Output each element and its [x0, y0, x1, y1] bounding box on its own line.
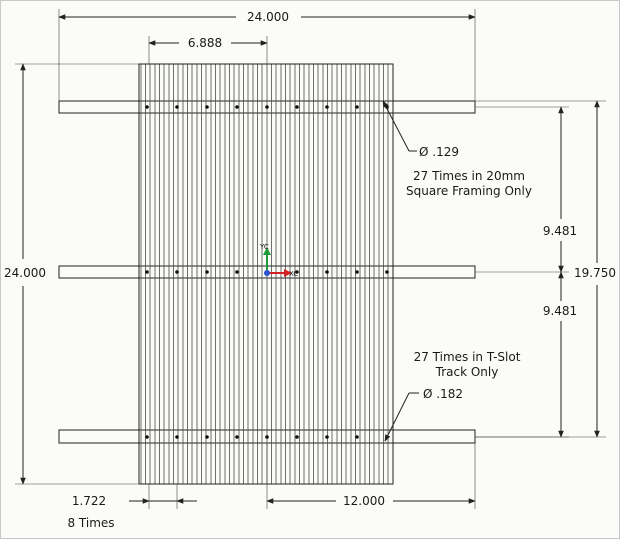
hole-markers [145, 105, 389, 439]
hole-marker [145, 435, 149, 439]
hole-marker [295, 105, 299, 109]
dim-overall-width: 24.000 [58, 9, 476, 101]
dim-slat-spacing: 1.722 8 Times [67, 484, 197, 530]
dim-lower-gap: 9.481 [475, 271, 577, 438]
panel-outline [138, 63, 394, 485]
dim-overall-height: 24.000 [4, 63, 139, 485]
lower-count-line2: Track Only [435, 365, 499, 379]
hole-marker [235, 270, 239, 274]
dim-first-offset: 6.888 [148, 36, 268, 64]
dim-rail-span: 19.750 [475, 100, 616, 438]
upper-count-line1: 27 Times in 20mm [413, 169, 525, 183]
hole-marker [145, 270, 149, 274]
hole-marker [385, 270, 389, 274]
lower-count-line1: 27 Times in T-Slot [414, 350, 521, 364]
hole-marker [235, 435, 239, 439]
dim-overall-height-label: 24.000 [4, 266, 46, 280]
hole-marker [235, 105, 239, 109]
dim-rail-span-label: 19.750 [574, 266, 616, 280]
lower-diameter-label: Ø .182 [423, 387, 463, 401]
dim-lower-gap-label: 9.481 [543, 304, 577, 318]
hole-marker [175, 105, 179, 109]
hole-marker [265, 105, 269, 109]
dim-first-offset-label: 6.888 [188, 36, 222, 50]
spacing-times-note: 8 Times [67, 516, 114, 530]
hole-marker [325, 270, 329, 274]
triad-y-label: YC [259, 243, 269, 251]
dim-slat-spacing-label: 1.722 [72, 494, 106, 508]
hole-marker [325, 105, 329, 109]
hole-marker [325, 435, 329, 439]
hole-marker [295, 435, 299, 439]
hole-marker [355, 270, 359, 274]
hole-marker [175, 270, 179, 274]
dim-half-width-label: 12.000 [343, 494, 385, 508]
lower-hole-note: 27 Times in T-Slot Track Only Ø .182 [384, 350, 521, 442]
hole-marker [205, 270, 209, 274]
dim-upper-gap: 9.481 [475, 106, 577, 273]
upper-diameter-label: Ø .129 [419, 145, 459, 159]
upper-hole-note: Ø .129 27 Times in 20mm Square Framing O… [382, 100, 532, 198]
hole-marker [145, 105, 149, 109]
hole-marker [295, 270, 299, 274]
hole-marker [265, 435, 269, 439]
hole-marker [205, 435, 209, 439]
coordinate-triad: YC XC [259, 243, 298, 278]
triad-x-label: XC [289, 270, 298, 278]
dim-half-width: 12.000 [266, 443, 476, 509]
hole-marker [355, 435, 359, 439]
hole-marker [355, 105, 359, 109]
hole-marker [205, 105, 209, 109]
dim-upper-gap-label: 9.481 [543, 224, 577, 238]
upper-count-line2: Square Framing Only [406, 184, 532, 198]
dim-overall-width-label: 24.000 [247, 10, 289, 24]
hole-marker [175, 435, 179, 439]
